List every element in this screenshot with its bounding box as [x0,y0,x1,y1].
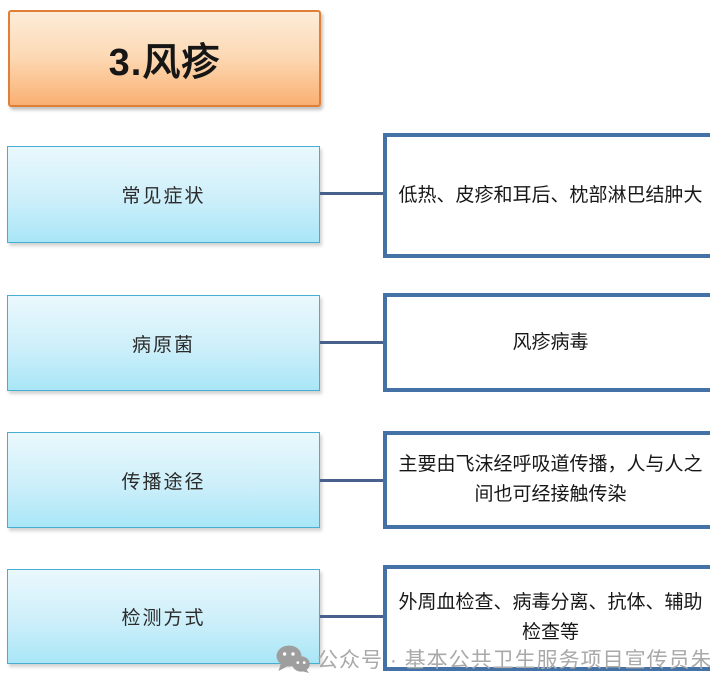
connector-line [320,341,383,344]
label-box-symptoms: 常见症状 [7,146,320,243]
desc-box-pathogen: 风疹病毒 [383,293,710,392]
desc-text: 外周血检查、病毒分离、抗体、辅助检查等 [398,592,703,643]
page-title: 3.风疹 [108,42,221,84]
desc-box-transmission: 主要由飞沫经呼吸道传播，人与人之间也可经接触传染 [383,431,710,529]
desc-text: 主要由飞沫经呼吸道传播，人与人之间也可经接触传染 [398,454,703,505]
watermark-text: 公众号 · 基本公共卫生服务项目宣传员朱医 [317,649,710,672]
watermark: 公众号 · 基本公共卫生服务项目宣传员朱医 [276,643,710,675]
desc-text: 风疹病毒 [512,331,589,353]
desc-box-symptoms: 低热、皮疹和耳后、枕部淋巴结肿大 [383,133,710,258]
label-text: 常见症状 [121,186,206,207]
label-box-detection: 检测方式 [7,569,320,664]
label-text: 检测方式 [121,608,206,629]
title-box: 3.风疹 [8,10,321,107]
desc-text: 低热、皮疹和耳后、枕部淋巴结肿大 [398,184,703,206]
connector-line [320,192,383,195]
desc-box-detection: 外周血检查、病毒分离、抗体、辅助检查等 [383,565,710,671]
label-box-transmission: 传播途径 [7,432,320,528]
label-text: 传播途径 [121,471,206,493]
wechat-icon [276,645,310,673]
label-text: 病原菌 [131,334,195,356]
connector-line [320,615,383,618]
connector-line [320,479,383,482]
label-box-pathogen: 病原菌 [7,295,320,391]
